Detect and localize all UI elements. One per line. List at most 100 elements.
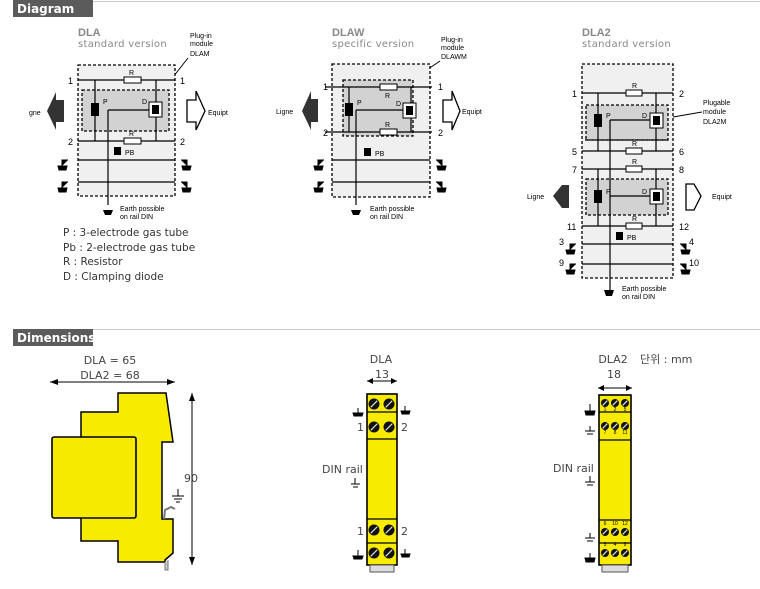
- earth-label: on rail DIN: [120, 214, 153, 221]
- terminal-number: 10: [612, 521, 618, 527]
- pin-label: 7: [572, 165, 577, 175]
- resistor: [123, 137, 142, 145]
- part-label: D: [396, 101, 401, 108]
- ground-icon: [680, 243, 691, 255]
- resistor: [379, 128, 398, 136]
- part-label: P: [606, 189, 611, 196]
- legend-item: P : 3-electrode gas tube: [63, 227, 189, 239]
- terminal-screw-icon: [611, 528, 619, 536]
- width-label: 13: [375, 368, 389, 381]
- earth-icon: [351, 210, 361, 215]
- resistor-label: R: [632, 159, 637, 166]
- terminal-number: 8: [614, 430, 617, 436]
- resistor-label: R: [129, 70, 134, 77]
- ground-icon: [57, 159, 68, 171]
- terminal-screw-icon: [601, 399, 609, 407]
- ground-icon: [436, 159, 447, 171]
- pin-label: 2: [438, 128, 443, 138]
- ground-icon: [351, 406, 411, 560]
- resistor: [123, 76, 142, 84]
- pin-label: 1: [357, 421, 364, 434]
- diagram-subtitle: standard version: [78, 39, 167, 50]
- part-label: P: [103, 99, 108, 106]
- pin-label: 12: [679, 222, 689, 232]
- terminal-number: 5: [624, 407, 627, 413]
- part-label: PB: [125, 150, 135, 157]
- section-header-dimensions: Dimensions: [17, 331, 95, 345]
- terminal-screw-icon: [368, 398, 380, 410]
- ground-icon: [680, 263, 691, 275]
- line-arrow-icon: [47, 92, 64, 130]
- terminal-screw-icon: [383, 524, 395, 536]
- ground-icon: [584, 404, 596, 563]
- module-label: Plugable: [703, 100, 730, 107]
- ground-icon: [565, 263, 576, 275]
- pin-label: 2: [68, 137, 73, 147]
- terminal-screw-icon: [621, 528, 629, 536]
- ground-icon: [313, 159, 324, 171]
- din-rail-label: DIN rail: [553, 462, 594, 475]
- resistor-label: R: [385, 122, 390, 129]
- height-label: 90: [184, 472, 198, 485]
- terminal-number: 3: [604, 542, 607, 548]
- diagram-title: DLA: [78, 27, 101, 39]
- resistor: [625, 222, 643, 230]
- pin-label: 2: [323, 128, 328, 138]
- device-body: [598, 394, 632, 566]
- module-label: module: [190, 41, 213, 48]
- part-label: D: [142, 99, 147, 106]
- equipment-label: Equipt: [712, 194, 732, 201]
- pin-label: 1: [438, 82, 443, 92]
- section-header-bg: [13, 0, 93, 17]
- din-clip: [601, 564, 629, 573]
- earth-label: on rail DIN: [370, 214, 403, 221]
- earth-label: Earth possible: [622, 286, 666, 293]
- legend-item: Pb : 2-electrode gas tube: [63, 242, 195, 254]
- device-body: [366, 393, 398, 566]
- terminal-screw-icon: [368, 421, 380, 433]
- module-label: module: [703, 109, 726, 116]
- side-view-drawing: DLA = 65 DLA2 = 68 90: [50, 354, 198, 571]
- terminal-screw-icon: [383, 398, 395, 410]
- ground-icon: [181, 159, 192, 171]
- module-label: Plug-in: [190, 33, 212, 40]
- gas-tube-pb: [616, 232, 623, 240]
- diagram-subtitle: specific version: [332, 39, 414, 50]
- ground-icon: [565, 243, 576, 255]
- terminal-screw-icon: [621, 422, 629, 430]
- unit-label: 단위 : mm: [640, 353, 692, 366]
- width-label: 18: [607, 368, 621, 381]
- terminal-number: 2: [614, 407, 617, 413]
- module-label: DLAWM: [441, 54, 467, 61]
- pin-label: 9: [559, 258, 564, 268]
- earth-label: Earth possible: [120, 206, 164, 213]
- ground-icon: [57, 181, 68, 193]
- ground-icon: [172, 489, 184, 503]
- pin-label: 10: [689, 258, 699, 268]
- resistor-label: R: [632, 83, 637, 90]
- terminal-screw-icon: [621, 399, 629, 407]
- dla-front-view: DLA 13 1 2 1 2 DIN rail: [322, 353, 411, 573]
- part-label: P: [606, 113, 611, 120]
- terminal-screw-icon: [611, 549, 619, 557]
- pin-label: 2: [180, 137, 185, 147]
- pin-label: 1: [180, 76, 185, 86]
- gas-tube-p: [594, 114, 602, 127]
- gas-tube-p: [594, 190, 602, 203]
- line-arrow-icon: [553, 185, 569, 208]
- module-label: DLAM: [190, 51, 210, 58]
- part-label: P: [357, 100, 362, 107]
- gas-tube-p: [91, 103, 99, 116]
- ground-icon: [181, 181, 192, 193]
- terminal-number: 11: [622, 430, 627, 436]
- pin-label: 2: [401, 525, 408, 538]
- earth-icon: [604, 290, 614, 296]
- part-label: PB: [375, 151, 385, 158]
- front-title: DLA: [370, 353, 393, 366]
- module-label: DLA2M: [703, 119, 727, 126]
- terminal-screw-icon: [368, 524, 380, 536]
- earth-icon: [103, 210, 113, 215]
- equipment-label: Equipt: [462, 109, 482, 116]
